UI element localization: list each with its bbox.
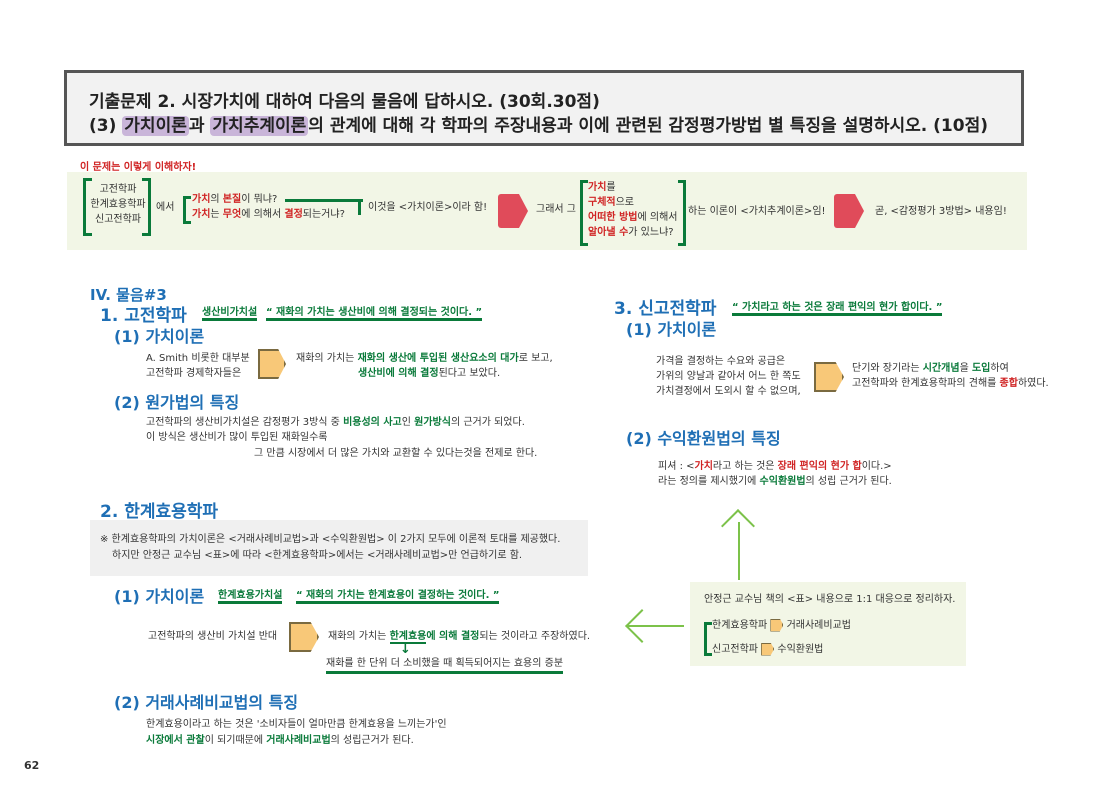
cost-method-title: (2) 원가법의 특징	[114, 393, 240, 412]
q-mid: 과	[188, 116, 211, 136]
schools-list: 고전학파 한계효용학파 신고전학파	[88, 182, 148, 227]
up-arrow-shaft	[738, 522, 740, 580]
q-bracket	[183, 196, 191, 224]
method-bracket-left	[580, 180, 588, 246]
sales-comparison-line-2: 시장에서 관찰이 되기때문에 거래사례비교법의 성립근거가 된다.	[146, 735, 414, 746]
mapping-box: 안정근 교수님 책의 <표> 내용으로 1:1 대응으로 정리하자. 한계효용학…	[690, 582, 966, 666]
income-method-title: (2) 수익환원법의 특징	[626, 429, 781, 448]
marginal-value-theory-title: (1) 가치이론	[114, 587, 205, 606]
question-line-1: 기출문제 2. 시장가치에 대하여 다음의 물음에 답하시오. (30회.30점…	[89, 92, 600, 112]
neoclassical-theory-right-2: 고전학파와 한계효용학파의 견해를 종합하였다.	[852, 378, 1049, 389]
cost-method-line-2: 이 방식은 생산비가 많이 투입된 재화일수록	[146, 432, 328, 443]
marginal-theory-right-1: 재화의 가치는 한계효용에 의해 결정되는 것이라고 주장하였다.	[328, 631, 591, 644]
sales-comparison-line-1: 한계효용이라고 하는 것은 '소비자들이 얼마만큼 한계효용을 느끼는가'인	[146, 719, 447, 730]
mapping-title: 안정근 교수님 책의 <표> 내용으로 1:1 대응으로 정리하자.	[704, 594, 956, 605]
eseo-text: 에서	[156, 202, 175, 213]
arrow-icon-marginal	[289, 622, 319, 652]
question-heading: IV. 물음#3	[90, 286, 167, 304]
schools-bracket-right	[142, 178, 151, 236]
tag-marginal-utility: 한계효용가치설	[218, 586, 283, 604]
sales-comparison-title: (2) 거래사례비교법의 특징	[114, 693, 299, 712]
marginal-note-2: 하지만 안정근 교수님 <표>에 따라 <한계효용학파>에서는 <거래사례비교법…	[112, 550, 523, 561]
called-value-estimation: 하는 이론이 <가치추계이론>임!	[688, 206, 826, 217]
mapping-arrow-icon-1	[770, 618, 784, 632]
section-marginal-title: 2. 한계효용학파	[100, 502, 219, 522]
q-suffix: 의 관계에 대해 각 학파의 주장내용과 이에 관련된 감정평가방법 별 특징을…	[308, 116, 988, 136]
tag-production-cost: 생산비가치설	[202, 303, 258, 321]
mapping-bracket	[704, 622, 712, 656]
method-question: 가치를 구체적으로 어떠한 방법에 의해서 알아낼 수가 있느냐?	[588, 182, 678, 238]
connector-line-1	[285, 199, 363, 202]
quote-classical: “ 재화의 가치는 생산비에 의해 결정되는 것이다. ”	[266, 303, 483, 321]
marginal-utility-definition: 재화를 한 단위 더 소비했을 때 획득되어지는 효용의 증분	[326, 656, 564, 674]
quote-neoclassical: “ 가치라고 하는 것은 장래 편익의 현가 합이다. ”	[732, 298, 943, 316]
highlight-value-theory: 가치이론	[122, 116, 189, 136]
mapping-row-1: 한계효용학파 거래사례비교법	[712, 618, 851, 632]
section-classical-title: 1. 고전학파	[100, 306, 187, 326]
left-arrow-head-icon	[625, 609, 659, 643]
left-arrow-shaft	[626, 625, 684, 627]
highlight-value-estimation: 가치추계이론	[210, 116, 309, 136]
classical-value-theory-title: (1) 가치이론	[114, 327, 205, 346]
section-neoclassical-title: 3. 신고전학파	[614, 299, 717, 319]
arrow-icon-classical	[258, 349, 286, 379]
final-text: 곧, <감정평가 3방법> 내용임!	[875, 206, 1007, 217]
neoclassical-theory-right-1: 단기와 장기라는 시간개념을 도입하여	[852, 363, 1009, 374]
question-determination: 가치는 무엇에 의해서 결정되는거냐?	[192, 209, 345, 220]
arrow-icon-neoclassical	[814, 362, 844, 392]
schools-bracket-left	[83, 178, 92, 236]
classical-theory-right-1: 재화의 가치는 재화의 생산에 투입된 생산요소의 대가로 보고,	[296, 353, 553, 364]
mapping-row-2: 신고전학파 수익환원법	[712, 642, 824, 656]
school-neoclassical: 신고전학파	[95, 214, 141, 225]
cost-method-line-1: 고전학파의 생산비가치설은 감정평가 3방식 중 비용성의 사고인 원가방식의 …	[146, 417, 525, 428]
connector-line-2	[358, 199, 361, 215]
up-arrow-head-icon	[721, 509, 755, 543]
then-text: 그래서 그	[536, 204, 576, 215]
page-number: 62	[24, 759, 40, 772]
marginal-note-1: ※ 한계효용학파의 가치이론은 <거래사례비교법>과 <수익환원법> 이 2가지…	[100, 534, 561, 545]
income-method-line-1: 피셔 : <가치라고 하는 것은 장래 편익의 현가 합이다.>	[658, 461, 892, 472]
school-classical: 고전학파	[99, 184, 137, 195]
marginal-theory-left: 고전학파의 생산비 가치설 반대	[148, 631, 278, 642]
down-arrow-icon: ↓	[400, 642, 411, 657]
question-essence: 가치의 본질이 뭐냐?	[192, 194, 278, 205]
mapping-arrow-icon-2	[761, 642, 775, 656]
called-value-theory: 이것을 <가치이론>이라 함!	[368, 202, 488, 213]
q-prefix: (3)	[89, 116, 123, 136]
cost-method-line-3: 그 만큼 시장에서 더 많은 가치와 교환할 수 있다는것을 전제로 한다.	[254, 448, 538, 459]
school-marginal: 한계효용학파	[90, 199, 146, 210]
method-bracket-right	[678, 180, 686, 246]
neoclassical-value-theory-title: (1) 가치이론	[626, 320, 717, 339]
classical-theory-right-2: 생산비에 의해 결정된다고 보았다.	[358, 368, 501, 379]
quote-marginal: “ 재화의 가치는 한계효용이 결정하는 것이다. ”	[296, 586, 500, 604]
income-method-line-2: 라는 정의를 제시했기에 수익환원법의 성립 근거가 된다.	[658, 476, 892, 487]
marginal-note-box: ※ 한계효용학파의 가치이론은 <거래사례비교법>과 <수익환원법> 이 2가지…	[90, 520, 588, 576]
understand-title: 이 문제는 이렇게 이해하자!	[80, 162, 197, 173]
question-box: 기출문제 2. 시장가치에 대하여 다음의 물음에 답하시오. (30회.30점…	[64, 70, 1024, 146]
understand-band	[67, 172, 1027, 250]
